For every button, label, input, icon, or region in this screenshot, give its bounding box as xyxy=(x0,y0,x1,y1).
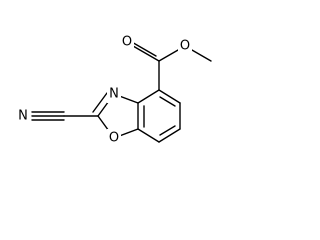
ester-o-label-bg xyxy=(178,37,192,55)
ring-o-label-bg xyxy=(107,129,121,147)
nitrile-nitrogen-label: N xyxy=(18,109,28,124)
bond-c3a-c4 xyxy=(137,89,160,104)
ester-oxygen-label: O xyxy=(180,39,190,54)
carbonyl-oxygen-label: O xyxy=(122,35,132,50)
nitrile-n-label-bg xyxy=(16,107,30,125)
bond-carbonyl-double-2 xyxy=(129,40,157,57)
bond-n-c2-inner xyxy=(92,92,108,113)
ring-oxygen-label: O xyxy=(109,131,119,146)
bond-carbonyl-double-1 xyxy=(132,45,160,62)
bond-c7-c7a xyxy=(137,128,160,143)
bond-layer xyxy=(31,40,212,143)
bond-c4-c5 xyxy=(158,89,181,104)
molecule-structure: N N O O O xyxy=(16,33,212,147)
ring-n-label-bg xyxy=(107,85,121,103)
bond-c6-c7 xyxy=(158,128,181,143)
atom-label-layer: N N O O O xyxy=(16,33,192,147)
bond-c6-c7-inner xyxy=(159,125,176,136)
bond-c4-c5-inner xyxy=(159,96,176,107)
ring-nitrogen-label: N xyxy=(109,87,119,102)
carbonyl-o-label-bg xyxy=(120,33,134,51)
